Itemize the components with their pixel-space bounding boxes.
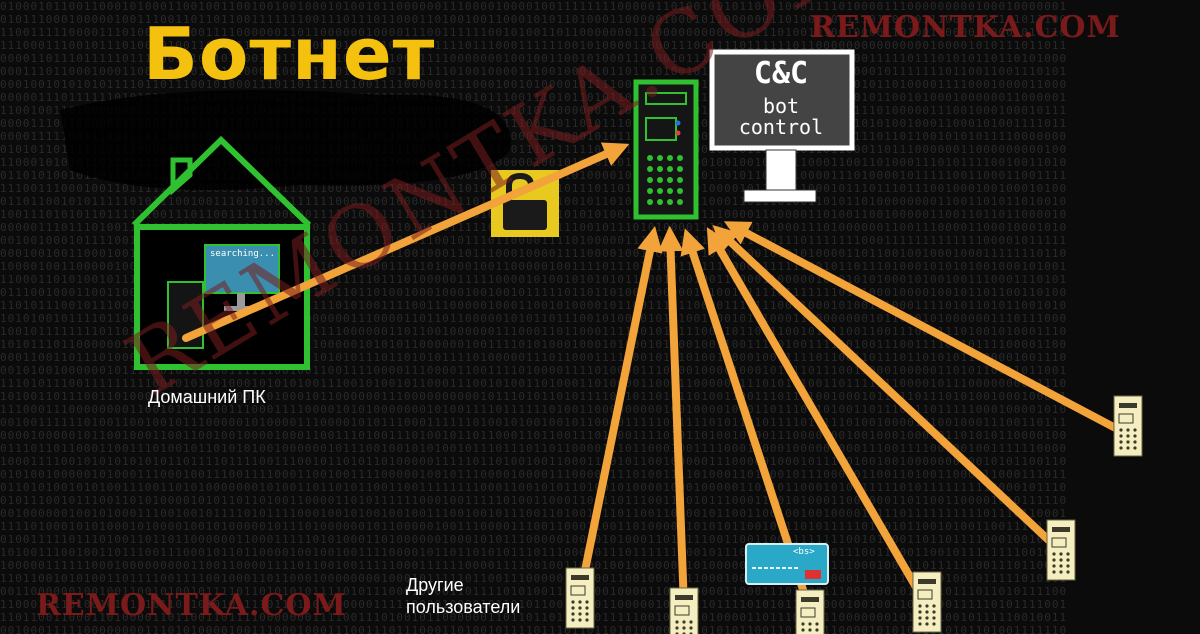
client-towers [565,395,1143,634]
cc-monitor [709,49,855,203]
server-dot [677,155,683,161]
client-arrow-1 [574,225,663,609]
client-tower [795,589,825,634]
client-tower [1046,519,1076,581]
other-users-label: Другие пользователи [406,574,556,618]
watermark-top: REMONTKA.COM [810,10,1121,45]
credit-card-icon [745,543,829,585]
cc-main-text: C&C [753,56,809,91]
server-dot [677,166,683,172]
server-dot [667,188,673,194]
server-dot [647,188,653,194]
watermark-bottom: REMONTKA.COM [36,588,347,623]
cc-bot-text: bot [762,93,800,118]
home-to-server-arrow [182,142,630,342]
client-arrow-6 [723,221,1127,436]
card-text: <bs> [793,547,815,557]
server-dot [677,188,683,194]
server-dot [667,166,673,172]
server-dot [667,199,673,205]
client-tower [912,571,942,633]
connection-arrows [182,142,1127,612]
client-tower [669,587,699,634]
client-arrow-2 [657,225,688,611]
server-dot [657,166,663,172]
home-monitor-text: searching... [210,249,276,259]
server-dot [647,155,653,161]
server-dot [647,177,653,183]
home-pc-label: Домашний ПК [148,387,266,407]
client-tower [565,567,595,629]
cc-monitor-label: C&C bot control [718,58,844,138]
server-dot [647,199,653,205]
server-dot [657,177,663,183]
client-arrow-5 [712,224,1061,552]
server-dot [677,199,683,205]
client-arrow-4 [706,227,931,610]
other-users-line2: пользователи [406,597,521,617]
server-dot [657,188,663,194]
other-users-line1: Другие [406,575,464,595]
diagram-title: Ботнет [143,12,436,96]
bot-server-tower [633,79,699,220]
server-dot [667,177,673,183]
server-dot [667,155,673,161]
server-dot [647,166,653,172]
client-tower [1113,395,1143,457]
cc-control-text: control [738,114,824,139]
server-dot [677,177,683,183]
server-dot [657,155,663,161]
server-dot [657,199,663,205]
